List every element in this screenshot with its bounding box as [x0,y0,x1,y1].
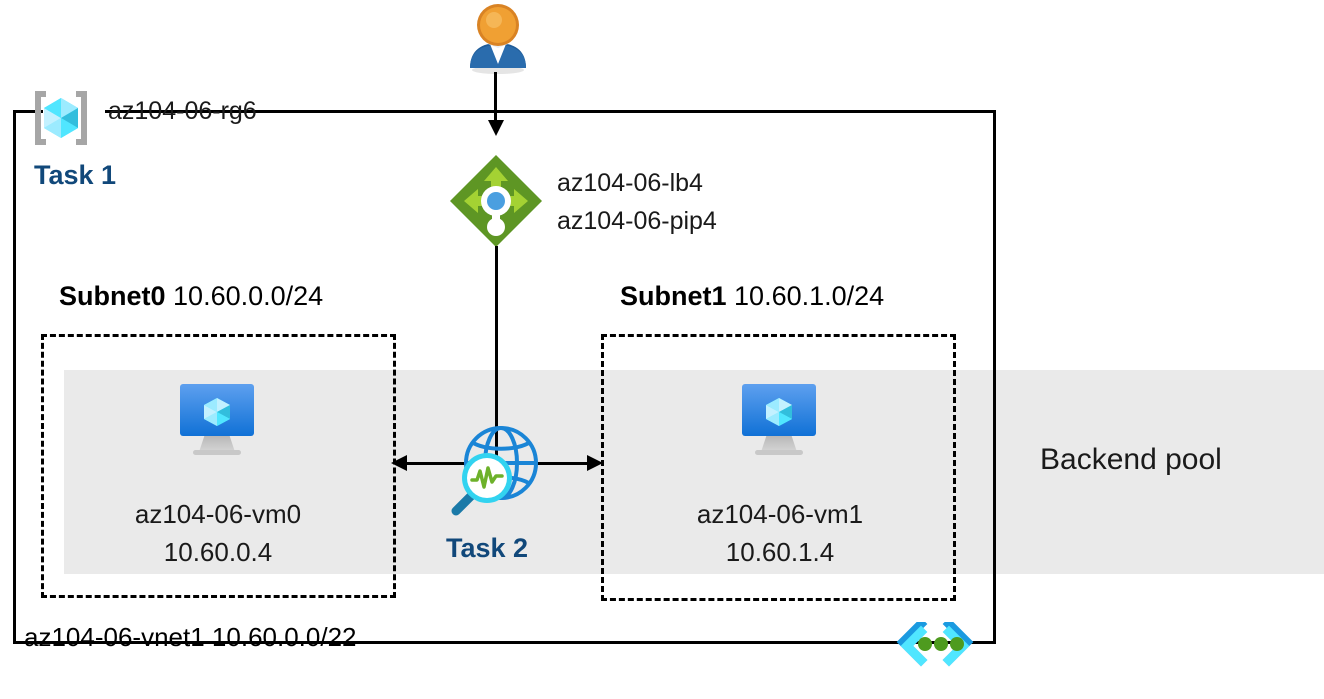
watcher-to-vm1-line [497,462,597,465]
vm-1-text: az104-06-vm1 10.60.1.4 [630,495,930,571]
load-balancer-icon [446,153,546,251]
backend-pool-band [64,370,1324,574]
backend-pool-label: Backend pool [1040,443,1222,476]
resource-group-name: az104-06-rg6 [108,97,257,125]
vm-0-ip: 10.60.0.4 [163,537,273,567]
resource-group-icon [30,88,92,148]
network-watcher-icon [444,418,552,518]
watcher-to-vm0-line [399,462,499,465]
virtual-network-icon [895,617,975,670]
public-ip-name: az104-06-pip4 [557,207,717,235]
vnet-name: az104-06-vnet1 [24,622,205,652]
resource-group-border-left [13,110,16,644]
resource-group-border-right [993,110,996,644]
virtual-machine-icon [175,380,259,458]
vnet-cidr: 10.60.0.0/22 [211,622,357,652]
subnet-0-label: Subnet0 10.60.0.0/24 [59,281,323,312]
vnet-label: az104-06-vnet1 10.60.0.0/22 [24,622,357,653]
subnet-1-label: Subnet1 10.60.1.0/24 [620,281,884,312]
user-icon [462,2,534,74]
load-balancer-name: az104-06-lb4 [557,169,703,197]
load-balancer-to-watcher-line [495,246,498,461]
resource-group-border-bottom [13,641,996,644]
resource-group-border-top-left-stub [13,110,43,113]
subnet-1-cidr: 10.60.1.0/24 [734,281,885,311]
watcher-to-vm1-arrowhead [587,455,603,471]
virtual-machine-icon [737,380,821,458]
resource-group-border-top [105,110,996,113]
vm-0-text: az104-06-vm0 10.60.0.4 [68,495,368,571]
vm-1-name: az104-06-vm1 [696,499,864,529]
load-balancer-names: az104-06-lb4 az104-06-pip4 [557,164,717,240]
vm-0-name: az104-06-vm0 [134,499,302,529]
user-to-load-balancer-arrowhead [488,120,504,136]
watcher-to-vm0-arrowhead [391,455,407,471]
vm-1-ip: 10.60.1.4 [725,537,835,567]
subnet-0-name: Subnet0 [59,281,166,311]
subnet-0-cidr: 10.60.0.0/24 [173,281,324,311]
task-2-label: Task 2 [446,533,529,563]
user-to-load-balancer-line [494,72,497,122]
task-1-label: Task 1 [34,160,117,190]
subnet-1-name: Subnet1 [620,281,727,311]
